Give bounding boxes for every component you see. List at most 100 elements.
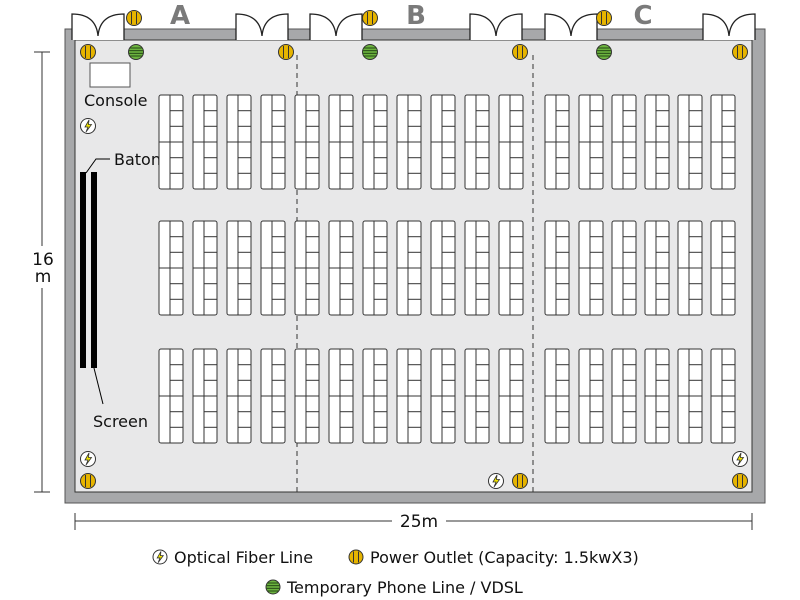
height-unit: m [35, 267, 52, 287]
phone-line-body [265, 579, 281, 595]
desk-unit [611, 220, 637, 316]
width-label: 25m [400, 512, 438, 532]
width-label-bg [392, 510, 446, 532]
console-box [89, 62, 131, 88]
desk-unit [498, 220, 524, 316]
phone-line-body [362, 44, 378, 60]
desk-unit [192, 348, 218, 444]
screen-bar-left [80, 172, 86, 368]
desk-unit [644, 94, 670, 190]
door-swing [309, 13, 363, 40]
desk-unit [226, 220, 252, 316]
optical-fiber-icon [80, 118, 96, 134]
lightning-bolt [84, 452, 93, 466]
baton-leader-line [85, 158, 110, 174]
lightning-bolt [84, 119, 93, 133]
optical-fiber-icon [732, 451, 748, 467]
power-outlet-body [278, 44, 294, 60]
door-opening [310, 14, 362, 40]
screen-bar-right [91, 172, 97, 368]
door [702, 13, 756, 40]
desk-unit [396, 348, 422, 444]
desk-unit [644, 348, 670, 444]
power-outlet-body [512, 473, 528, 489]
phone-line-icon [128, 44, 144, 60]
door-opening [470, 14, 522, 40]
power-outlet-icon [126, 10, 142, 26]
desk-unit [544, 220, 570, 316]
door [469, 13, 523, 40]
power-outlet-body [512, 44, 528, 60]
power-outlet-body [126, 10, 142, 26]
desk-unit [578, 348, 604, 444]
lightning-bolt [736, 452, 745, 466]
door-swing [235, 13, 289, 40]
screen-label: Screen [93, 412, 148, 431]
desk-unit [396, 94, 422, 190]
section-label-c: C [633, 1, 652, 31]
door-opening [236, 14, 288, 40]
power-outlet-body [732, 44, 748, 60]
door-opening [72, 14, 124, 40]
desk-unit [192, 220, 218, 316]
phone-line-body [128, 44, 144, 60]
legend-power-icon [348, 549, 364, 565]
desk-unit [294, 348, 320, 444]
desk-unit [710, 94, 736, 190]
desk-unit [396, 220, 422, 316]
desk-unit [328, 348, 354, 444]
desk-unit [362, 348, 388, 444]
door-swing [702, 13, 756, 40]
desk-unit [260, 348, 286, 444]
phone-line-body [596, 44, 612, 60]
desk-unit [677, 220, 703, 316]
desk-unit [544, 94, 570, 190]
baton-label: Baton [114, 150, 161, 169]
power-outlet-body [596, 10, 612, 26]
section-label-a: A [170, 1, 190, 31]
desk-unit [362, 220, 388, 316]
desk-unit [260, 94, 286, 190]
desk-unit [158, 220, 184, 316]
desk-unit [430, 94, 456, 190]
desk-unit [294, 94, 320, 190]
power-outlet-icon [732, 473, 748, 489]
console-label: Console [84, 91, 148, 110]
door-opening [545, 14, 597, 40]
desk-grid [158, 94, 736, 444]
power-outlet-icon [512, 473, 528, 489]
power-outlet-icon [512, 44, 528, 60]
desk-unit [578, 94, 604, 190]
desk-unit [192, 94, 218, 190]
desk-unit [644, 220, 670, 316]
power-outlet-body [80, 44, 96, 60]
doors [71, 13, 756, 40]
power-outlet-icon [362, 10, 378, 26]
phone-line-icon [265, 579, 281, 595]
power-outlet-icon [348, 549, 364, 565]
door [544, 13, 598, 40]
legend-fiber-label: Optical Fiber Line [174, 548, 313, 567]
door-swing [544, 13, 598, 40]
phone-line-icon [362, 44, 378, 60]
desk-unit [578, 220, 604, 316]
desk-unit [464, 94, 490, 190]
desk-unit [611, 94, 637, 190]
legend-power-label: Power Outlet (Capacity: 1.5kwX3) [370, 548, 639, 567]
desk-unit [158, 348, 184, 444]
power-outlet-icon [80, 44, 96, 60]
optical-fiber-icon [80, 451, 96, 467]
door [235, 13, 289, 40]
desk-unit [710, 348, 736, 444]
legend-fiber-icon [152, 549, 168, 565]
power-outlet-icon [596, 10, 612, 26]
optical-fiber-icon [152, 549, 168, 565]
desk-unit [464, 220, 490, 316]
optical-fiber-icon [488, 473, 504, 489]
door-swing [71, 13, 125, 40]
desk-unit [498, 94, 524, 190]
desk-unit [544, 348, 570, 444]
desk-unit [328, 94, 354, 190]
desk-unit [710, 220, 736, 316]
power-outlet-icon [732, 44, 748, 60]
